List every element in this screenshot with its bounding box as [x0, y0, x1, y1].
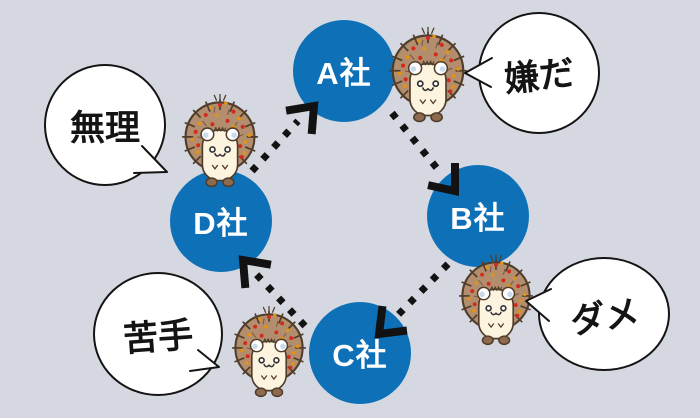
- speech-bubble-dame-text: ダメ: [567, 292, 642, 342]
- hedgehog-icon: [455, 253, 537, 348]
- speech-bubble-iyada: 嫌だ: [478, 12, 600, 134]
- node-company-c-label: C社: [332, 337, 388, 373]
- speech-bubble-nigate: 苦手: [93, 272, 223, 396]
- speech-bubble-muri-text: 無理: [69, 108, 140, 148]
- node-company-d: D社: [170, 170, 272, 272]
- node-company-c: C社: [309, 302, 411, 404]
- node-company-a: A社: [293, 20, 395, 122]
- speech-bubble-muri: 無理: [44, 64, 166, 186]
- node-company-a-label: A社: [316, 55, 372, 91]
- speech-bubble-iyada-text: 嫌だ: [502, 52, 577, 100]
- hedgehog-icon: [385, 26, 471, 125]
- hedgehog-icon: [178, 93, 262, 190]
- node-company-d-label: D社: [193, 205, 249, 241]
- node-company-b-label: B社: [450, 200, 506, 236]
- hedgehog-icon: [228, 305, 310, 400]
- speech-bubble-dame: ダメ: [538, 257, 670, 371]
- node-company-b: B社: [427, 165, 529, 267]
- speech-bubble-nigate-text: 苦手: [121, 315, 195, 359]
